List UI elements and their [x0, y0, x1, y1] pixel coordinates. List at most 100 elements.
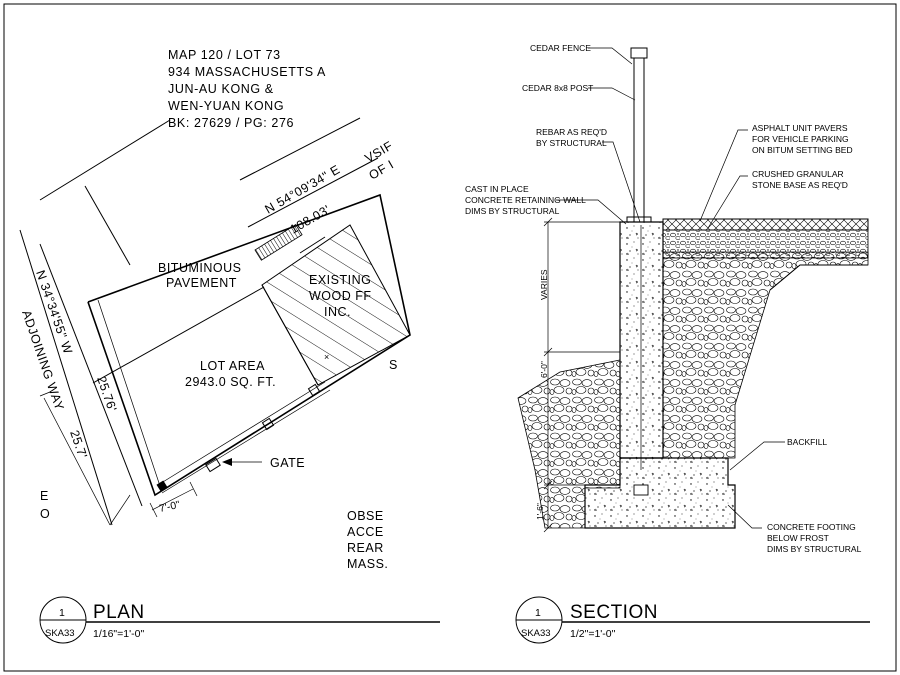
sheet-border: [3, 3, 897, 672]
adjoining-way-line: [19, 229, 113, 526]
stone-label-2: STONE BASE AS REQ'D: [752, 180, 848, 190]
dimension-tick: [543, 523, 553, 533]
footing-label-3: DIMS BY STRUCTURAL: [767, 544, 862, 554]
existing-label-2: WOOD FF: [309, 289, 372, 303]
lot-outline: [87, 193, 411, 497]
plan-header-line-1: MAP 120 / LOT 73: [168, 48, 281, 62]
west-fence-line: [97, 299, 161, 487]
s-mark: S: [389, 358, 398, 372]
stone-label-1: CRUSHED GRANULAR: [752, 169, 844, 179]
o-mark: O: [40, 507, 50, 521]
post-base: [626, 216, 652, 223]
paver-label-1: ASPHALT UNIT PAVERS: [752, 123, 848, 133]
north-line-upper: [239, 117, 361, 181]
center-mark: ×: [324, 352, 329, 362]
north-dimension-line: [247, 157, 379, 228]
corner-post: [156, 480, 168, 492]
section-title-block: 1 SKA33 SECTION 1/2"=1'-0": [515, 596, 870, 644]
building-step: [299, 236, 326, 254]
plan-title: PLAN: [93, 602, 145, 623]
detail-number: 1: [535, 607, 541, 619]
sheet-number: SKA33: [521, 628, 551, 639]
dimension-extension: [109, 494, 131, 526]
fence-leader: [588, 47, 633, 65]
fence-line-outer: [161, 389, 331, 494]
dimension-line: [43, 397, 111, 526]
retaining-wall: [619, 221, 664, 459]
gate-label: GATE: [270, 456, 305, 470]
plan-view: MAP 120 / LOT 73 934 MASSACHUSETTS A JUN…: [19, 48, 440, 644]
section-view: VARIES 6'-0" 1'-6" CEDAR FENCE CEDAR 8x8…: [465, 43, 870, 644]
lot-area-value: 2943.0 SQ. FT.: [185, 375, 276, 389]
fence-line: [157, 381, 326, 486]
setting-bed: [662, 229, 869, 259]
section-title: SECTION: [570, 602, 658, 623]
asphalt-pavers: [662, 218, 869, 231]
cedar-post: [633, 57, 645, 223]
plan-header-line-2: 934 MASSACHUSETTS A: [168, 65, 326, 79]
pavement-label-1: BITUMINOUS: [158, 261, 241, 275]
post-leader: [588, 87, 636, 101]
plan-header-line-5: BK: 27629 / PG: 276: [168, 116, 294, 130]
fence-post: [307, 383, 321, 397]
gate-symbol: [205, 457, 221, 473]
existing-label-3: INC.: [324, 305, 351, 319]
paver-leader: [699, 129, 748, 222]
footing-leader: [727, 504, 762, 529]
pavement-boundary: [92, 286, 265, 384]
north-distance: 108.03': [288, 202, 333, 236]
backfill-leader: [729, 441, 785, 471]
existing-label-1: EXISTING: [309, 273, 371, 287]
plan-header: MAP 120 / LOT 73 934 MASSACHUSETTS A JUN…: [168, 48, 326, 130]
note-line-3: REAR: [347, 541, 384, 555]
footing-label-1: CONCRETE FOOTING: [767, 522, 856, 532]
footing-dimension: 1'-6": [535, 503, 545, 520]
width-dimension-tick: [149, 502, 158, 518]
fence-post: [261, 417, 275, 431]
concrete-footing: [584, 457, 736, 529]
note-line-2: ACCE: [347, 525, 384, 539]
wall-leader: [556, 199, 627, 225]
gate-arrowhead: [222, 458, 232, 466]
rebar-label-2: BY STRUCTURAL: [536, 138, 607, 148]
width-dimension-tick: [189, 481, 198, 497]
shear-key: [633, 484, 649, 496]
plan-scale: 1/16"=1'-0": [93, 628, 144, 640]
wall-label-2: CONCRETE RETAINING WALL: [465, 195, 586, 205]
section-scale: 1/2"=1'-0": [570, 628, 616, 640]
rebar-label-1: REBAR AS REQ'D: [536, 127, 607, 137]
abutter-side-line: [84, 185, 131, 266]
paver-label-3: ON BITUM SETTING BED: [752, 145, 853, 155]
backfill-label: BACKFILL: [787, 437, 827, 447]
sheet-number: SKA33: [45, 628, 75, 639]
dimension-tick: [39, 391, 51, 397]
north-bearing: N 54°09'34" E: [263, 162, 343, 216]
abutter-line: [39, 119, 171, 201]
width-dimension: 7'-0": [158, 499, 181, 515]
rebar-leader: [602, 141, 641, 223]
cedar-post-label: CEDAR 8x8 POST: [522, 83, 593, 93]
note-line-1: OBSE: [347, 509, 384, 523]
stone-base: [662, 251, 869, 459]
pavement-label-2: PAVEMENT: [166, 276, 237, 290]
dimension-tick: [543, 217, 553, 227]
detail-number: 1: [59, 607, 65, 619]
west-distance-b: 25.7': [67, 428, 90, 460]
plan-header-line-3: JUN-AU KONG &: [168, 82, 274, 96]
width-dimension-line: [151, 488, 194, 511]
paver-label-2: FOR VEHICLE PARKING: [752, 134, 849, 144]
wall-label-3: DIMS BY STRUCTURAL: [465, 206, 560, 216]
stone-leader: [707, 175, 748, 229]
post-cap: [630, 47, 648, 59]
e-mark: E: [40, 489, 49, 503]
varies-dimension: VARIES: [539, 269, 549, 300]
building-boundary: [261, 284, 319, 386]
plan-header-line-4: WEN-YUAN KONG: [168, 99, 284, 113]
stair: [254, 224, 303, 261]
cedar-fence-label: CEDAR FENCE: [530, 43, 591, 53]
excavation-line: [769, 264, 801, 291]
six-foot-dimension: 6'-0": [539, 361, 549, 378]
wall-label-1: CAST IN PLACE: [465, 184, 529, 194]
footing-label-2: BELOW FROST: [767, 533, 829, 543]
